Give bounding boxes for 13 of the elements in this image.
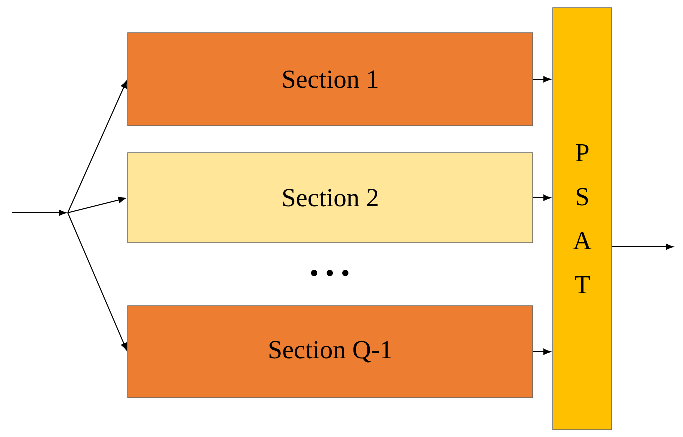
arrow <box>12 210 66 216</box>
arrow <box>68 212 128 351</box>
arrow <box>532 348 552 356</box>
section-box: Section 1 <box>128 32 534 126</box>
psat-bar: P S A T <box>552 8 612 430</box>
arrow <box>532 194 552 202</box>
arrow <box>68 80 128 214</box>
section-box: Section 2 <box>128 152 534 244</box>
arrow <box>68 197 126 214</box>
ellipsis: • • • <box>311 270 349 276</box>
arrow <box>612 244 674 250</box>
arrow <box>532 76 552 83</box>
section-box: Section Q-1 <box>128 306 534 398</box>
